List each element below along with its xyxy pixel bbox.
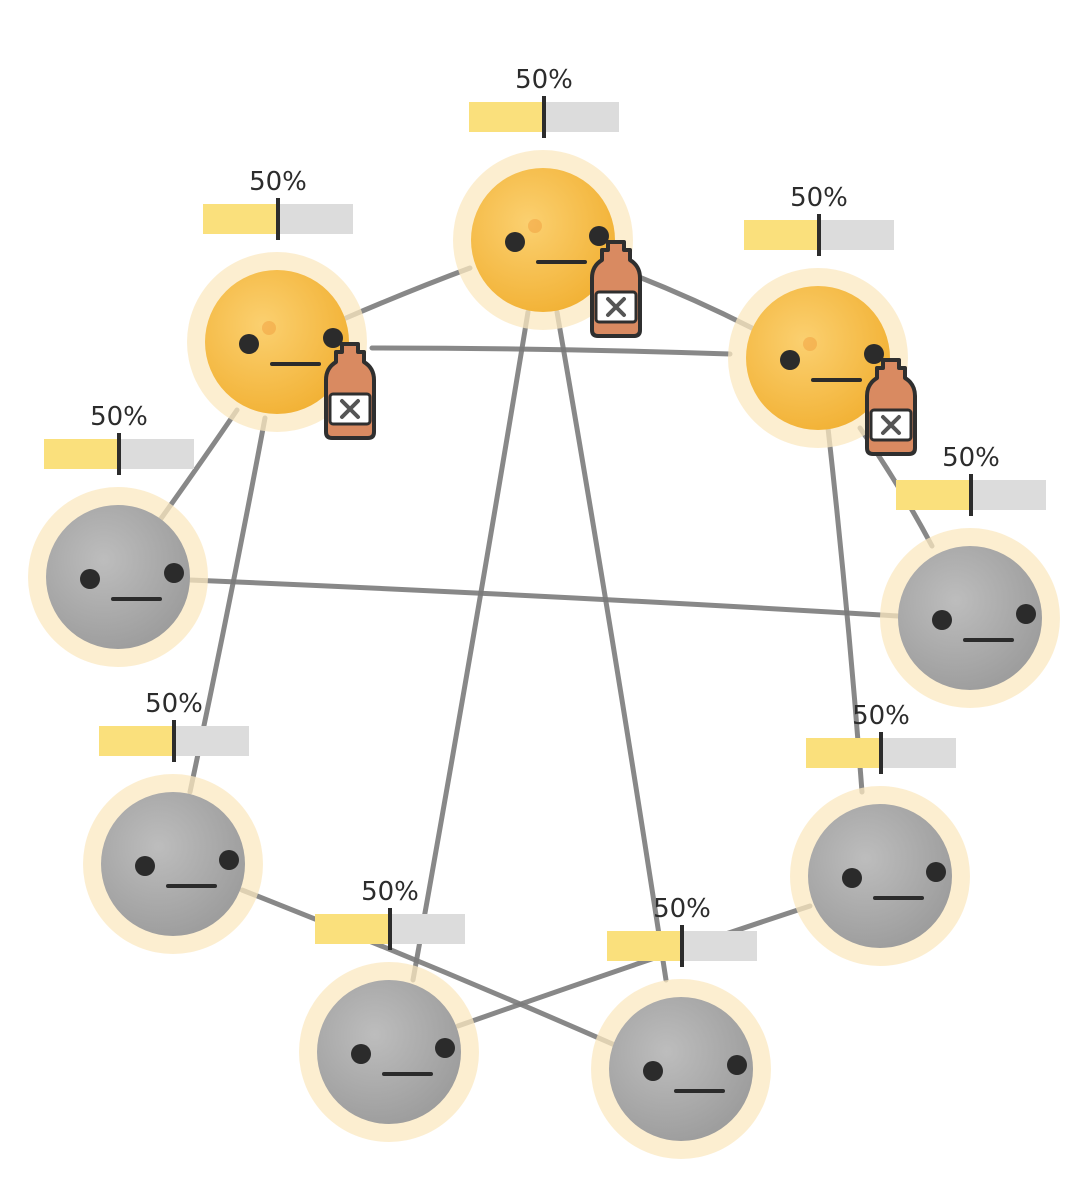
bottle-x-mark: [881, 415, 901, 435]
right-eye-icon: [219, 850, 239, 870]
progress-fill: [315, 914, 390, 944]
healthy-person-body: [609, 997, 753, 1141]
right-eye-icon: [926, 862, 946, 882]
node-n5[interactable]: 50%: [83, 689, 263, 954]
left-eye-icon: [351, 1044, 371, 1064]
edge-n6-n8: [455, 903, 813, 1029]
right-eye-icon: [323, 328, 343, 348]
edge-n0-n7: [554, 309, 669, 983]
left-eye-icon: [80, 569, 100, 589]
progress-fill: [469, 102, 544, 132]
poison-bottle-icon: [324, 342, 376, 440]
left-eye-icon: [643, 1061, 663, 1081]
poison-bottle-icon: [590, 240, 642, 338]
healthy-person-body: [317, 980, 461, 1124]
progress-fill: [44, 439, 119, 469]
right-eye-icon: [727, 1055, 747, 1075]
cheek-blush: [262, 321, 276, 335]
right-eye-icon: [1016, 604, 1036, 624]
node-n8[interactable]: 50%: [591, 894, 771, 1159]
right-eye-icon: [864, 344, 884, 364]
progress-fill: [896, 480, 971, 510]
node-n2[interactable]: 50%: [728, 183, 917, 456]
progress-fill: [806, 738, 881, 768]
percent-label: 50%: [90, 402, 148, 432]
right-eye-icon: [435, 1038, 455, 1058]
node-n4[interactable]: 50%: [880, 443, 1060, 708]
edge-n3-n4: [187, 577, 901, 619]
left-eye-icon: [135, 856, 155, 876]
node-n6[interactable]: 50%: [790, 701, 970, 966]
percent-label: 50%: [653, 894, 711, 924]
bottle-x-mark: [606, 297, 626, 317]
healthy-person-body: [808, 804, 952, 948]
healthy-person-body: [46, 505, 190, 649]
percent-label: 50%: [145, 689, 203, 719]
cheek-blush: [528, 219, 542, 233]
left-eye-icon: [239, 334, 259, 354]
percent-label: 50%: [790, 183, 848, 213]
nodes-layer: 50% 50% 50% 50% 50% 50% 50% 50% 50%: [28, 65, 1060, 1159]
progress-fill: [607, 931, 682, 961]
edge-n0-n1: [343, 265, 473, 321]
infected-person-body: [746, 286, 890, 430]
node-n0[interactable]: 50%: [453, 65, 642, 338]
left-eye-icon: [932, 610, 952, 630]
left-eye-icon: [842, 868, 862, 888]
left-eye-icon: [780, 350, 800, 370]
edge-n1-n2: [369, 345, 733, 357]
node-n1[interactable]: 50%: [187, 167, 376, 440]
node-n3[interactable]: 50%: [28, 402, 208, 667]
edge-n5-n7: [239, 887, 620, 1049]
edge-n0-n6: [410, 309, 531, 983]
infected-person-body: [205, 270, 349, 414]
progress-fill: [744, 220, 819, 250]
bottle-x-mark: [340, 399, 360, 419]
left-eye-icon: [505, 232, 525, 252]
cheek-blush: [803, 337, 817, 351]
percent-label: 50%: [515, 65, 573, 95]
right-eye-icon: [589, 226, 609, 246]
poison-bottle-icon: [865, 358, 917, 456]
right-eye-icon: [164, 563, 184, 583]
percent-label: 50%: [249, 167, 307, 197]
node-n7[interactable]: 50%: [299, 877, 479, 1142]
healthy-person-body: [898, 546, 1042, 690]
healthy-person-body: [101, 792, 245, 936]
progress-fill: [203, 204, 278, 234]
percent-label: 50%: [942, 443, 1000, 473]
infected-person-body: [471, 168, 615, 312]
percent-label: 50%: [361, 877, 419, 907]
progress-fill: [99, 726, 174, 756]
percent-label: 50%: [852, 701, 910, 731]
